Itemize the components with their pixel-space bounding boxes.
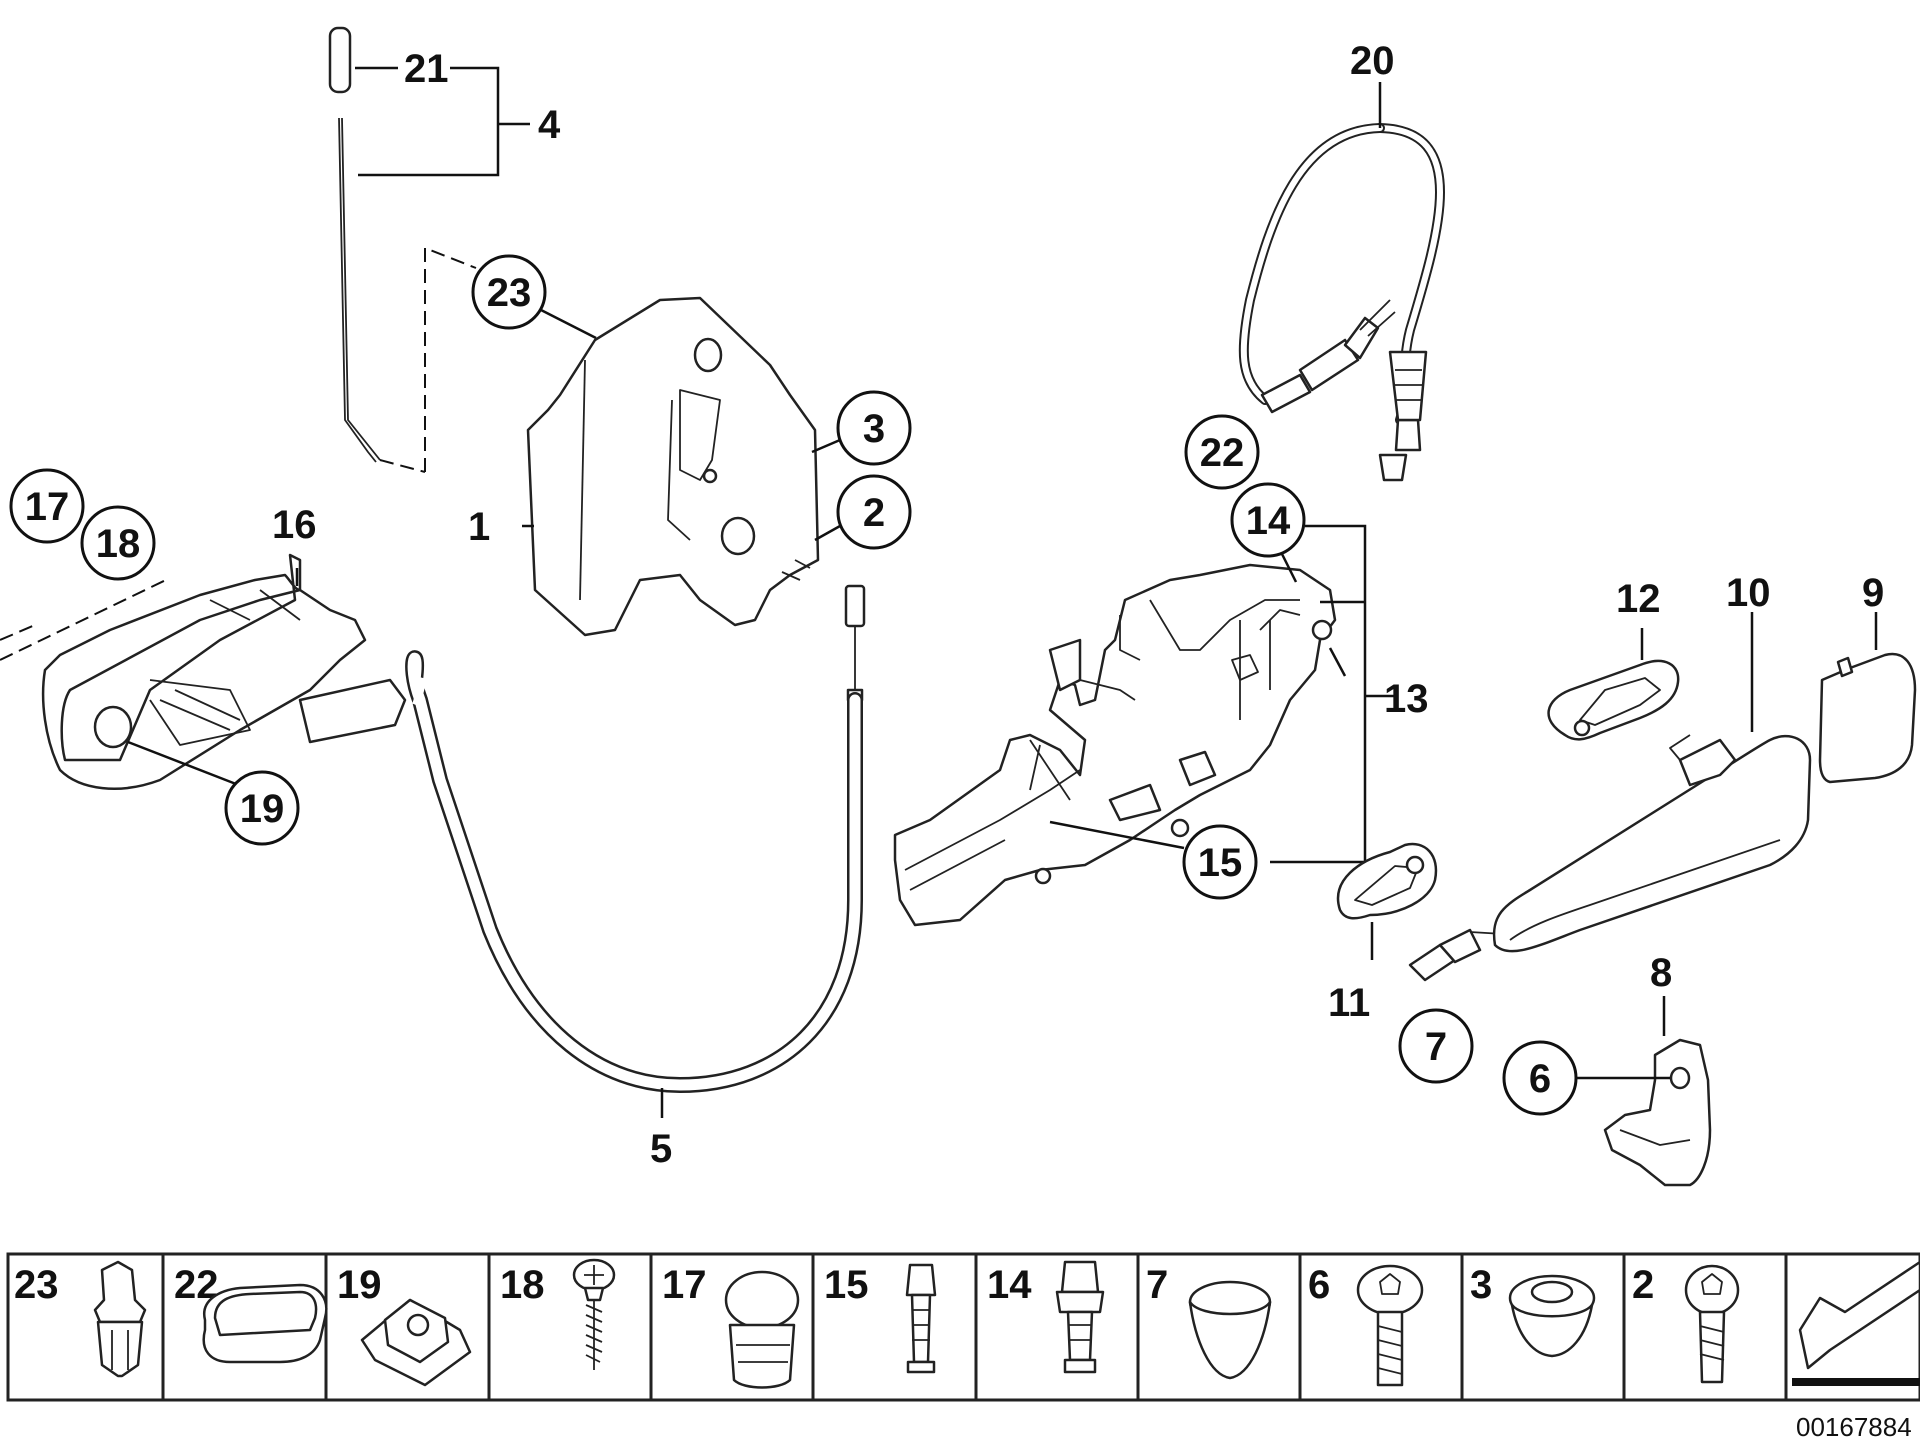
- bolt-icon: [1055, 1260, 1105, 1374]
- callout-20: 20: [1350, 39, 1395, 83]
- part-end-cap: [1818, 652, 1917, 784]
- part-rod-assembly: [328, 26, 381, 463]
- legend-label-17: 17: [662, 1263, 707, 1307]
- direction-arrow-icon: [1792, 1260, 1920, 1386]
- callout-3: 3: [863, 407, 885, 451]
- part-handle-gasket: [1547, 659, 1680, 741]
- callout-8: 8: [1650, 951, 1672, 995]
- callout-10: 10: [1726, 571, 1771, 615]
- legend-label-18: 18: [500, 1263, 545, 1307]
- bolt-icon: [905, 1263, 937, 1374]
- part-release-cable: [1238, 123, 1445, 482]
- legend-label-23: 23: [14, 1263, 59, 1307]
- cap-icon: [202, 1283, 328, 1364]
- legend-label-2: 2: [1632, 1263, 1654, 1307]
- callout-15: 15: [1198, 841, 1243, 885]
- callout-11: 11: [1328, 981, 1370, 1025]
- callout-21: 21: [404, 47, 449, 91]
- callout-4: 4: [538, 103, 561, 147]
- part-bracket: [1603, 1038, 1712, 1187]
- torx-screw-icon: [1684, 1264, 1740, 1384]
- legend-label-15: 15: [824, 1263, 869, 1307]
- screw-icon: [572, 1258, 616, 1370]
- callout-9: 9: [1862, 571, 1884, 615]
- clip-icon: [93, 1260, 147, 1378]
- callout-13: 13: [1384, 677, 1429, 721]
- legend-label-3: 3: [1470, 1263, 1492, 1307]
- callout-1: 1: [468, 505, 490, 549]
- torx-screw-icon: [1356, 1264, 1424, 1387]
- legend-label-14: 14: [987, 1263, 1032, 1307]
- part-handle-seal: [1336, 842, 1438, 920]
- part-door-lock: [526, 296, 820, 637]
- fastener-legend: 23 22 19 18 17 15 14 7 6 3 2: [6, 1252, 1920, 1402]
- part-bowden-cable: [405, 584, 866, 1094]
- part-inner-handle: [41, 553, 407, 790]
- callout-5: 5: [650, 1127, 672, 1171]
- clip-nut-icon: [360, 1298, 472, 1387]
- callout-23: 23: [487, 271, 532, 315]
- callout-12: 12: [1616, 577, 1661, 621]
- callout-19: 19: [240, 787, 285, 831]
- legend-label-6: 6: [1308, 1263, 1330, 1307]
- grommet-icon: [1508, 1274, 1596, 1358]
- plug-icon: [724, 1270, 800, 1389]
- callout-16: 16: [272, 503, 317, 547]
- part-handle-carrier: [893, 563, 1337, 927]
- callout-18: 18: [96, 522, 141, 566]
- legend-label-7: 7: [1146, 1263, 1168, 1307]
- callout-17: 17: [25, 485, 70, 529]
- grommet-icon: [1188, 1280, 1272, 1380]
- callout-22: 22: [1200, 431, 1245, 475]
- part-outer-handle: [1492, 734, 1812, 953]
- callout-14: 14: [1246, 499, 1291, 543]
- callout-2: 2: [863, 491, 885, 535]
- callout-6: 6: [1529, 1057, 1551, 1101]
- drawing-reference-number: 00167884: [1796, 1412, 1912, 1440]
- legend-label-19: 19: [337, 1263, 382, 1307]
- callout-7: 7: [1425, 1025, 1447, 1069]
